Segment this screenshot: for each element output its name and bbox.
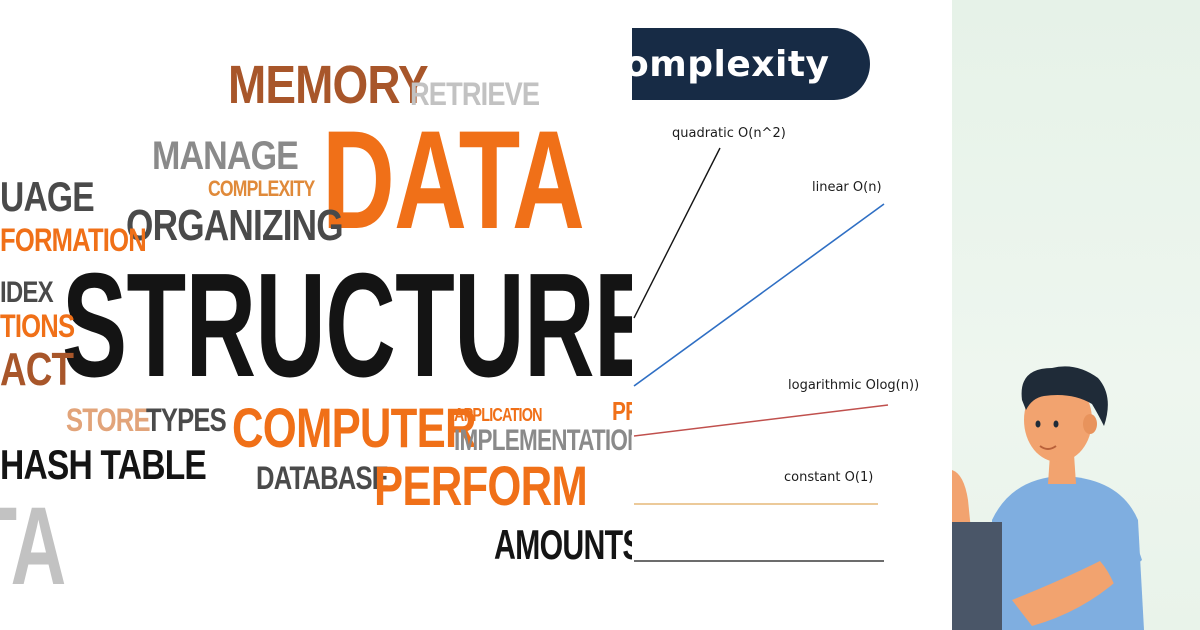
word-operations: TIONS (0, 308, 75, 344)
person-with-laptop-illustration (952, 366, 1144, 630)
label-constant: constant O(1) (784, 470, 874, 485)
word-data-faded: TA (0, 485, 66, 608)
word-computer: COMPUTER (232, 396, 476, 459)
word-index: IDEX (0, 276, 54, 309)
word-cloud-panel: MEMORY RETRIEVE MANAGE DATA UAGE COMPLEX… (0, 55, 632, 608)
shirt (992, 476, 1144, 630)
illustration-panel (952, 0, 1200, 630)
hair (1021, 366, 1108, 426)
word-implementation: IMPLEMENTATION (454, 424, 632, 457)
series-line-quadratic (633, 147, 721, 319)
word-complexity: COMPLEXITY (208, 176, 315, 201)
word-store: STORE (66, 402, 151, 438)
word-amounts: AMOUNTS (494, 521, 632, 568)
mouth (1039, 445, 1057, 450)
label-logarithmic: logarithmic Olog(n)) (788, 378, 920, 393)
word-information: FORMATION (0, 222, 147, 258)
title-banner (632, 28, 870, 100)
chart-title: omplexity (632, 44, 830, 85)
series-line-linear (633, 203, 885, 387)
eye-left (1035, 420, 1041, 428)
word-application: APPLICATION (454, 405, 543, 425)
word-retrieve: RETRIEVE (410, 76, 540, 112)
label-linear: linear O(n) (812, 180, 882, 195)
word-perform: PERFORM (374, 454, 588, 517)
word-abstract: ACT (0, 343, 74, 395)
word-hash-table: HASH TABLE (0, 441, 207, 488)
laptop (952, 522, 1002, 630)
word-language: UAGE (0, 173, 95, 220)
typing-arm (1012, 560, 1120, 626)
eye-right (1053, 420, 1059, 428)
complexity-lines (633, 147, 889, 562)
label-quadratic: quadratic O(n^2) (672, 126, 786, 141)
word-data: DATA (322, 101, 585, 258)
word-types: TYPES (146, 402, 227, 438)
word-organizing: ORGANIZING (126, 201, 344, 250)
word-memory: MEMORY (228, 55, 429, 115)
sleeve (1082, 520, 1142, 584)
head (1024, 378, 1092, 462)
series-line-logarithmic (633, 404, 889, 437)
word-manage: MANAGE (152, 134, 299, 178)
complexity-chart-panel: omplexity quadratic O(n^2) linear O(n) l… (632, 0, 952, 630)
word-database: DATABASE (256, 460, 389, 496)
word-pr: PR (612, 396, 632, 426)
word-structure: STRUCTURE (62, 243, 632, 408)
ear (1083, 414, 1097, 434)
